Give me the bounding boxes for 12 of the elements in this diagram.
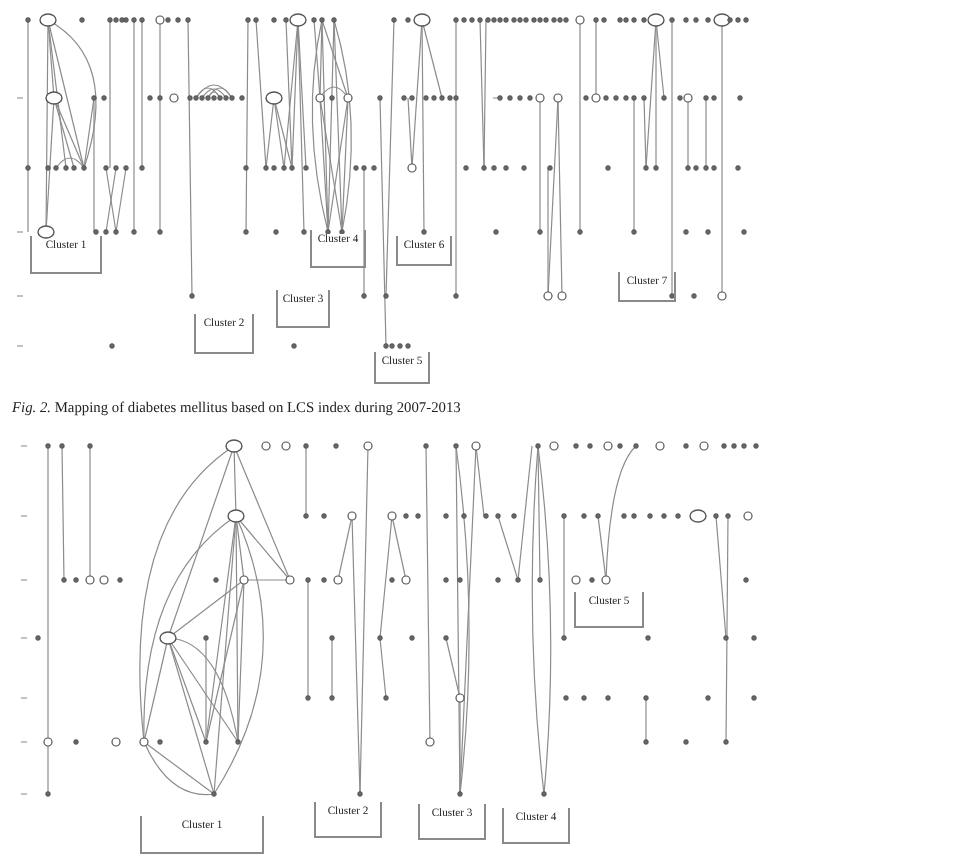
cluster-bracket — [502, 808, 570, 844]
cluster-bracket — [194, 314, 254, 354]
cluster-bracket — [574, 592, 644, 628]
cluster-bracket — [30, 236, 102, 274]
cluster-bracket — [618, 272, 676, 302]
cluster-bracket — [276, 290, 330, 328]
cluster-bracket — [374, 352, 430, 384]
cluster-bracket — [418, 804, 486, 840]
cluster-bracket — [310, 230, 366, 268]
cluster-bracket — [396, 236, 452, 266]
cluster-bracket — [314, 802, 382, 838]
cluster-bracket — [140, 816, 264, 854]
